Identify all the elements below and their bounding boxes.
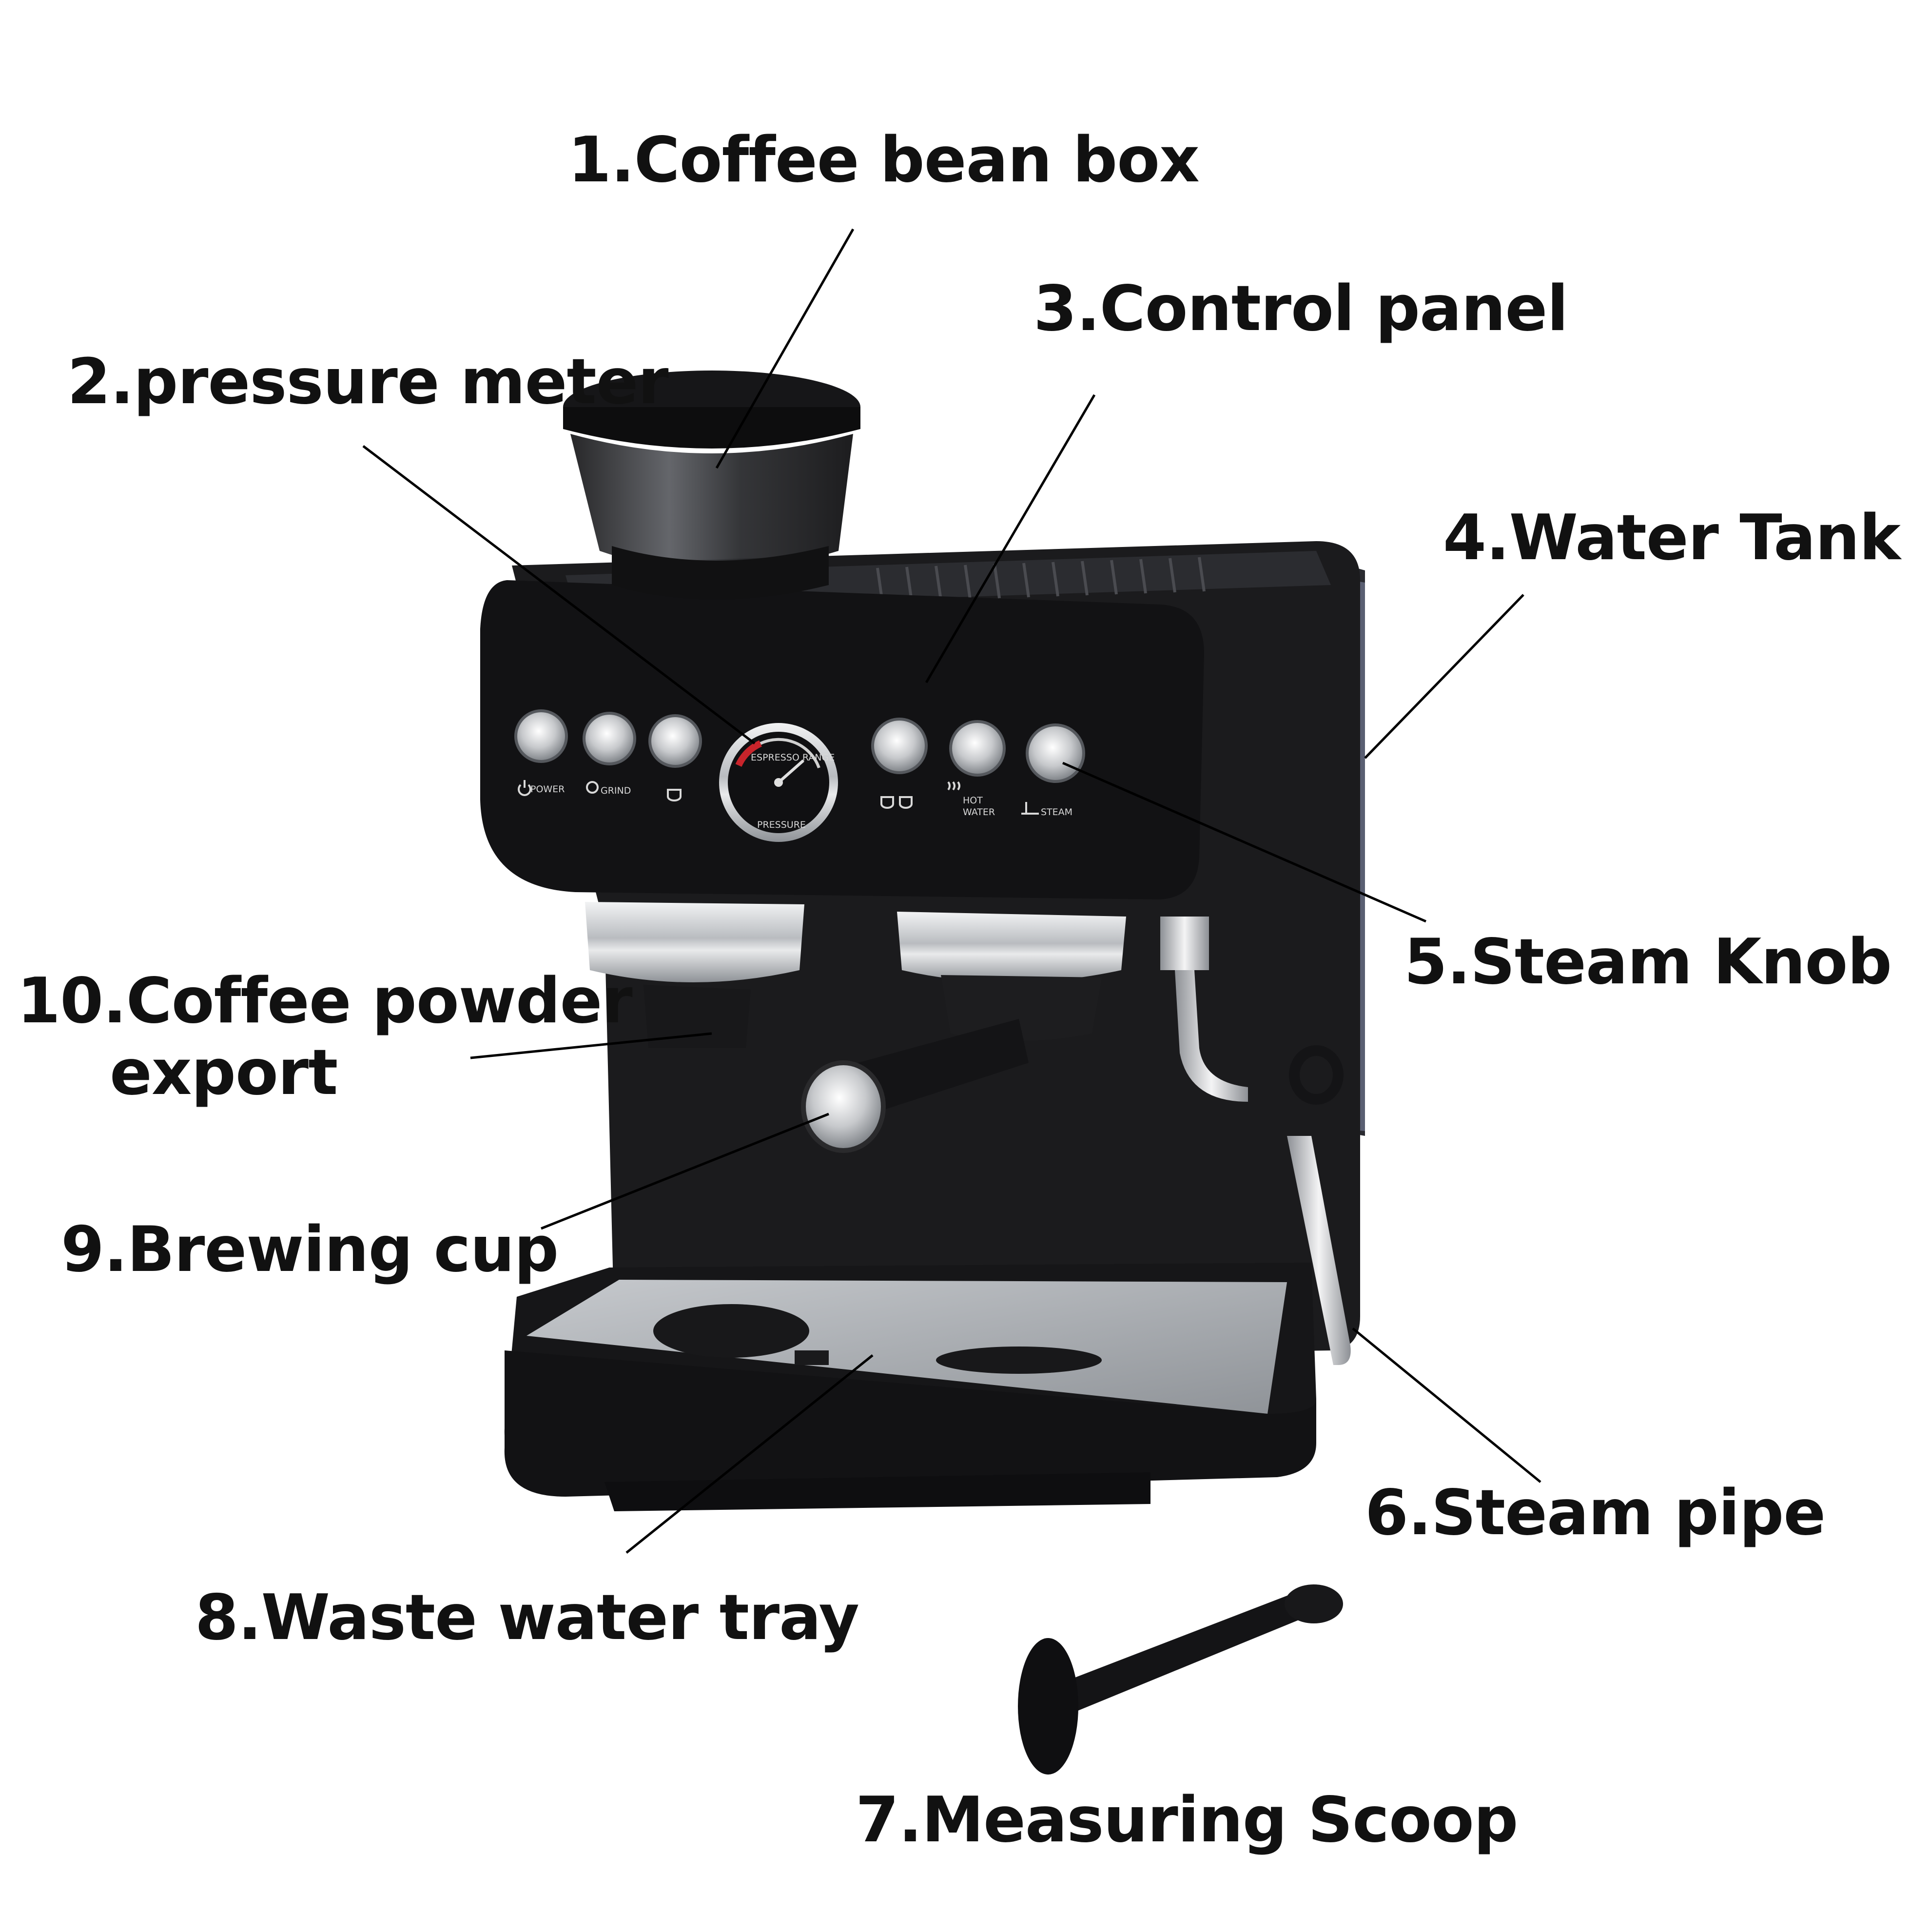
callout-pressure-meter: 2.pressure meter <box>67 346 669 418</box>
steam-pipe-upper <box>1175 970 1248 1102</box>
double-cup-button[interactable] <box>871 718 928 774</box>
leader-coffee-bean-box <box>715 228 855 469</box>
bean-hopper <box>570 434 853 570</box>
grinder-chute <box>585 902 804 982</box>
machine-base <box>604 1472 1150 1511</box>
steam-knob[interactable] <box>1026 723 1085 783</box>
power-label: POWER <box>530 784 565 795</box>
control-panel-face <box>480 580 1204 899</box>
callout-waste-water-tray: 8.Waste water tray <box>195 1581 859 1654</box>
steam-pipe-ring <box>1289 1045 1344 1105</box>
steam-label: STEAM <box>1041 807 1072 818</box>
hopper-base <box>612 546 829 600</box>
hot-water-icon <box>947 781 960 791</box>
callout-steam-pipe: 6.Steam pipe <box>1365 1477 1826 1549</box>
double-cup-icon <box>880 796 913 809</box>
leader-waste-water-tray <box>625 1354 874 1554</box>
grind-button[interactable] <box>583 712 636 765</box>
pressure-gauge-top-text: ESPRESSO RANGE <box>751 752 835 763</box>
coffee-powder-export <box>643 985 751 1048</box>
steam-pipe <box>1287 1136 1351 1365</box>
power-icon <box>518 780 531 796</box>
leader-control-panel <box>925 394 1096 683</box>
steam-icon <box>1021 802 1039 815</box>
hot-water-button[interactable] <box>949 720 1006 777</box>
callout-coffee-powder-export: 10.Coffee powder export <box>17 965 633 1110</box>
hopper-lid-rim <box>563 407 860 449</box>
callout-control-panel: 3.Control panel <box>1033 273 1568 345</box>
callout-measuring-scoop: 7.Measuring Scoop <box>856 1784 1518 1856</box>
callout-brewing-cup: 9.Brewing cup <box>61 1213 559 1286</box>
scoop-handle <box>1038 1584 1326 1721</box>
callout-coffee-bean-box: 1.Coffee bean box <box>568 124 1200 196</box>
drip-tray-vents <box>653 1304 1102 1374</box>
single-cup-icon <box>667 789 682 801</box>
power-button[interactable] <box>514 709 568 763</box>
callout-coffee-powder-export-line2: export <box>110 1036 338 1110</box>
grind-label: GRIND <box>601 785 631 796</box>
callout-water-tank: 4.Water Tank <box>1443 502 1901 574</box>
brewing-cup <box>801 1060 886 1153</box>
callout-coffee-powder-export-line1: 10.Coffee powder <box>17 965 633 1037</box>
pressure-gauge-red-zone <box>735 740 762 767</box>
leader-coffee-powder-export <box>470 1032 712 1059</box>
drip-tray-front <box>504 1350 1316 1497</box>
single-cup-button[interactable] <box>648 714 702 768</box>
scoop-cup <box>1285 1584 1343 1623</box>
brew-head <box>941 975 1102 1041</box>
leader-brewing-cup <box>541 1112 829 1230</box>
steam-valve <box>1160 917 1209 970</box>
pressure-gauge-scale <box>760 738 820 769</box>
brew-group-collar <box>897 912 1126 982</box>
leader-water-tank <box>1364 594 1524 759</box>
pressure-gauge-bottom-text: PRESSURE <box>757 820 806 830</box>
pressure-gauge-needle <box>778 759 804 784</box>
water-label: WATER <box>963 807 995 818</box>
drip-tray-tab <box>795 1350 829 1365</box>
leader-steam-knob <box>1062 761 1426 923</box>
leader-steam-pipe <box>1352 1327 1541 1483</box>
leader-pressure-meter <box>362 445 756 744</box>
hot-label: HOT <box>963 795 983 806</box>
leader-lines <box>362 228 1541 1554</box>
grind-icon <box>586 781 599 794</box>
callout-steam-knob: 5.Steam Knob <box>1404 926 1892 998</box>
tamper-disc <box>1018 1638 1078 1775</box>
